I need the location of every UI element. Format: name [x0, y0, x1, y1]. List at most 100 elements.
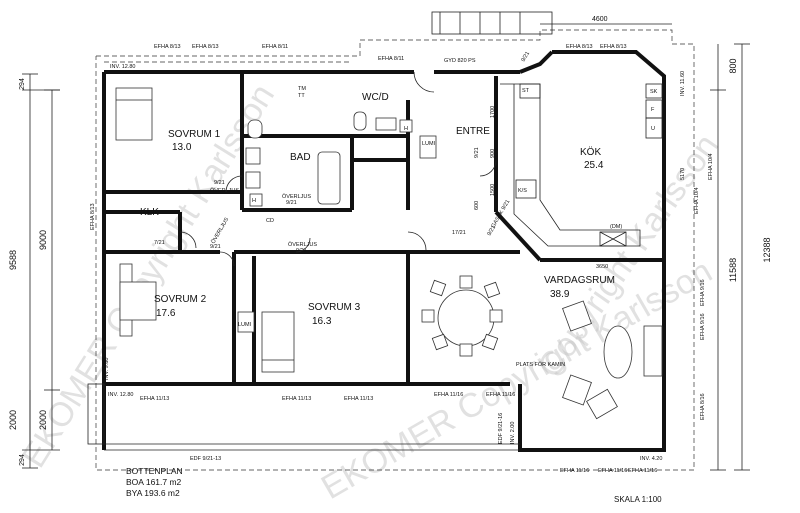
- window-label: EFHA 9/16: [700, 279, 706, 306]
- door-label: EDF 9/21-16: [498, 413, 504, 444]
- annotation: (DM): [610, 224, 622, 230]
- room-name-wcd: WC/D: [362, 92, 389, 103]
- living-furniture: [421, 275, 663, 420]
- room-area-sovrum2: 17.6: [156, 308, 176, 319]
- dim-left-mid: 9000: [38, 230, 48, 250]
- door-label: 9/21: [474, 147, 480, 158]
- annotation: SK: [650, 89, 658, 95]
- room-name-sovrum3: SOVRUM 3: [308, 302, 361, 313]
- roof-outline: [95, 11, 695, 471]
- annotation: INV. 2.00: [510, 422, 516, 444]
- dim-left-bot1: 2000: [8, 410, 18, 430]
- room-name-bad: BAD: [290, 152, 311, 163]
- room-area-sovrum3: 16.3: [312, 316, 332, 327]
- summary-boa: BOA 161.7 m2: [126, 477, 182, 487]
- dim-left-bot2: 2000: [38, 410, 48, 430]
- kitchen-dim: 1700: [490, 106, 496, 118]
- window-label: EFHA 11/16: [560, 468, 589, 474]
- door-swings: [179, 71, 497, 267]
- window-label: EFHA 8/11: [262, 44, 288, 50]
- scale-label: SKALA 1:100: [614, 495, 662, 504]
- kitchen-counters: [500, 83, 663, 247]
- window-label: EFHA 11/16: [486, 392, 515, 398]
- annotation: TM: [298, 86, 306, 92]
- door-label: 9/21: [286, 200, 297, 206]
- annotation: PLATS FÖR KAMIN: [516, 361, 565, 368]
- annotation: LUMI: [422, 141, 436, 147]
- dim-kitchen-width: 3650: [596, 264, 608, 270]
- beds: [115, 87, 295, 373]
- kitchen-dim: 600: [474, 201, 480, 210]
- room-area-vardagsrum: 38.9: [550, 289, 570, 300]
- window-label: EFHA 11/13: [282, 396, 311, 402]
- window-label: EFHA 11/13: [344, 396, 373, 402]
- plan-summary: BOTTENPLAN BOA 161.7 m2 BYA 193.6 m2: [126, 466, 183, 499]
- dim-kitchen-depth: 5170: [680, 168, 686, 180]
- summary-title: BOTTENPLAN: [126, 466, 183, 476]
- window-label: EFHA 8/11: [378, 56, 404, 62]
- room-name-entre: ENTRE: [456, 126, 490, 137]
- room-labels: SOVRUM 1 13.0 BAD WC/D ENTRE KÖK 25.4 KL…: [140, 92, 615, 327]
- dim-top-width: 4600: [592, 16, 608, 23]
- annotation: INV. 4.20: [640, 456, 662, 462]
- window-label: EFHA 8/13: [566, 44, 593, 50]
- window-label: EFHA 11/16: [434, 392, 463, 398]
- annotation: ÖVERLJUS: [210, 216, 231, 245]
- dim-right-total: 12388: [762, 237, 772, 262]
- window-label: EFHA 8/13: [600, 44, 627, 50]
- dim-left-total: 9588: [8, 250, 18, 270]
- annotation: F: [651, 107, 655, 113]
- window-label: EFHA 9/16: [700, 313, 706, 340]
- window-label: EFHA 8/16: [700, 393, 706, 420]
- annotation: LUMI: [238, 322, 252, 328]
- right-dimension-lines: [710, 43, 750, 471]
- room-name-vardagsrum: VARDAGSRUM: [544, 275, 615, 286]
- room-name-sovrum2: SOVRUM 2: [154, 294, 207, 305]
- door-label: 9/21: [214, 180, 225, 186]
- window-label: EFHA 8/13: [192, 44, 219, 50]
- annotation: U: [651, 126, 655, 132]
- outer-walls: [102, 50, 666, 452]
- kitchen-dimensions: 1700 900 1500 600 3650 5170: [474, 106, 686, 270]
- room-name-klk: KLK: [140, 207, 159, 218]
- bathroom-fixtures: [245, 111, 437, 207]
- room-name-sovrum1: SOVRUM 1: [168, 129, 221, 140]
- dim-left-top-small: 294: [19, 78, 26, 90]
- annotation: ST: [522, 88, 530, 94]
- dim-right-mid: 11588: [728, 258, 738, 282]
- window-labels: EFHA 8/13 EFHA 8/13 EFHA 8/11 EFHA 8/11 …: [90, 44, 714, 474]
- door-label: 9/21: [487, 225, 498, 237]
- door-label: 9/21: [210, 244, 221, 250]
- watermark-bottom: EKOMER Copyright Karlsson: [315, 252, 719, 507]
- window-label: EFHA 11/13: [140, 396, 169, 402]
- kitchen-dim: 900: [490, 149, 496, 158]
- annotation: INV. 11.60: [680, 71, 686, 96]
- dim-left-bot-small: 294: [19, 454, 26, 466]
- kitchen-dim: 1500: [490, 184, 496, 196]
- door-label: EDF 9/21-13: [190, 456, 221, 462]
- annotation: ÖVERLJUS: [288, 241, 317, 248]
- annotation: K/S: [518, 188, 527, 194]
- terrace: [87, 383, 520, 451]
- annotation: ÖVERLJUS: [282, 193, 311, 200]
- window-label: EFHA 8/13: [154, 44, 181, 50]
- door-label: GYD 820 PS: [444, 58, 476, 64]
- window-label: EFHA 11/16: [628, 468, 657, 474]
- annotation: CD: [266, 218, 274, 224]
- door-labels: 9/21 9/21 9/21 7/21 9/21 9/21 17/21 9/21…: [154, 51, 531, 462]
- window-label: EFHA 11/16: [598, 468, 627, 474]
- door-label: 17/21: [452, 230, 466, 236]
- left-dimension-lines: [22, 73, 60, 469]
- summary-bya: BYA 193.6 m2: [126, 488, 180, 498]
- annotation: INV. 12.80: [108, 392, 133, 398]
- window-label: EFHA 10/4: [708, 153, 714, 180]
- dim-right-top: 800: [728, 58, 738, 73]
- room-area-kok: 25.4: [584, 160, 604, 171]
- door-label: 9/21: [521, 51, 532, 63]
- annotation: ÖVERLJUS: [210, 187, 239, 194]
- annotation: TT: [298, 93, 305, 99]
- annotation: INV. 9.80: [104, 358, 110, 380]
- annotation: INV. 12.80: [110, 64, 135, 70]
- annotation: H: [252, 198, 256, 204]
